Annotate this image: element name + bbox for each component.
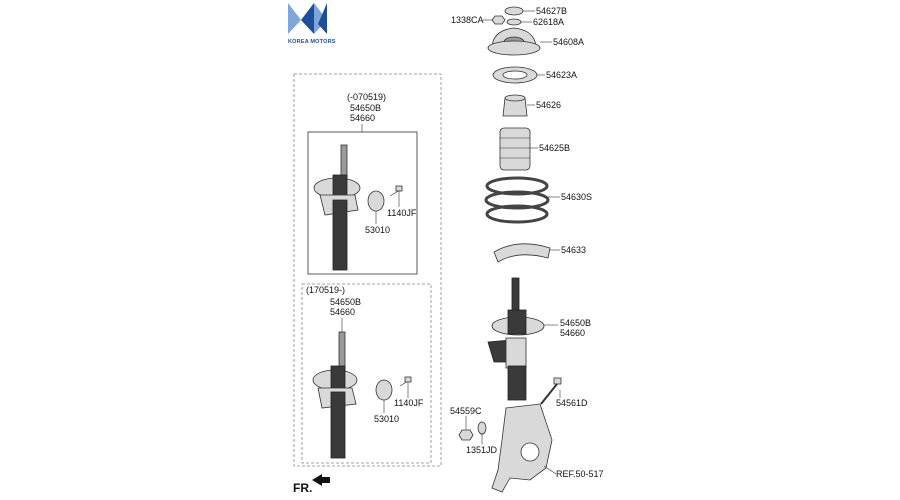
variants-group-frame [293, 73, 442, 467]
part-54625B: 54625B [499, 127, 570, 171]
label-54561D: 54561D [556, 398, 588, 408]
label-54608A: 54608A [553, 37, 584, 47]
variant-2-label-1140JF: 1140JF [394, 398, 424, 408]
part-54630S: 54630S [484, 176, 592, 224]
part-54608A: 54608A [487, 27, 584, 56]
variant-2-pn-2: 54660 [330, 307, 355, 317]
front-arrow-icon [312, 474, 330, 486]
part-1351JD: 1351JD [466, 421, 498, 455]
part-1338CA: 1338CA [451, 15, 506, 25]
front-label: FR. [293, 481, 312, 495]
part-54561D: 54561D [540, 377, 588, 408]
label-54559C: 54559C [450, 406, 482, 416]
variant-2-pn-1: 54650B [330, 297, 361, 307]
part-strut-assembly: 54650B 54660 [487, 277, 591, 401]
variant-1-period: (-070519) [347, 92, 386, 102]
variant-1-label-53010: 53010 [365, 225, 390, 235]
part-54559C: 54559C [450, 406, 482, 441]
part-54623A: 54623A [492, 66, 577, 84]
variant-2-frame [301, 283, 432, 464]
label-54630S: 54630S [561, 192, 592, 202]
label-54626: 54626 [536, 100, 561, 110]
part-54626: 54626 [502, 94, 561, 117]
label-54625B: 54625B [539, 143, 570, 153]
variant-2-strut-illustration [312, 331, 412, 459]
label-54627B: 54627B [536, 6, 567, 16]
korea-motors-logo: KOREA MOTORS [288, 3, 336, 45]
part-54633: 54633 [493, 243, 586, 263]
label-54660: 54660 [560, 328, 585, 338]
front-orientation-indicator: FR. [293, 474, 330, 495]
label-54650B: 54650B [560, 318, 591, 328]
label-1338CA: 1338CA [451, 15, 484, 25]
variant-1-frame [307, 131, 418, 275]
label-54633: 54633 [561, 245, 586, 255]
label-54623A: 54623A [546, 70, 577, 80]
variant-1-pn-2: 54660 [350, 113, 375, 123]
label-ref: REF.50-517 [556, 469, 604, 479]
part-steering-knuckle: REF.50-517 [491, 403, 604, 493]
variant-1-pn-1: 54650B [350, 103, 381, 113]
variant-1-strut-illustration [313, 144, 403, 271]
variant-1-label-1140JF: 1140JF [387, 208, 417, 218]
label-62618A: 62618A [533, 17, 564, 27]
label-1351JD: 1351JD [466, 445, 498, 455]
logo-text: KOREA MOTORS [288, 39, 336, 45]
part-54627B: 54627B [504, 6, 567, 16]
variant-2-period: (170519-) [306, 285, 345, 295]
variant-2: (170519-) 54650B 54660 1140JF 53010 [301, 283, 432, 464]
part-62618A: 62618A [506, 17, 564, 27]
variant-1: (-070519) 54650B 54660 1140JF 53010 [307, 92, 418, 275]
variant-2-label-53010: 53010 [374, 414, 399, 424]
